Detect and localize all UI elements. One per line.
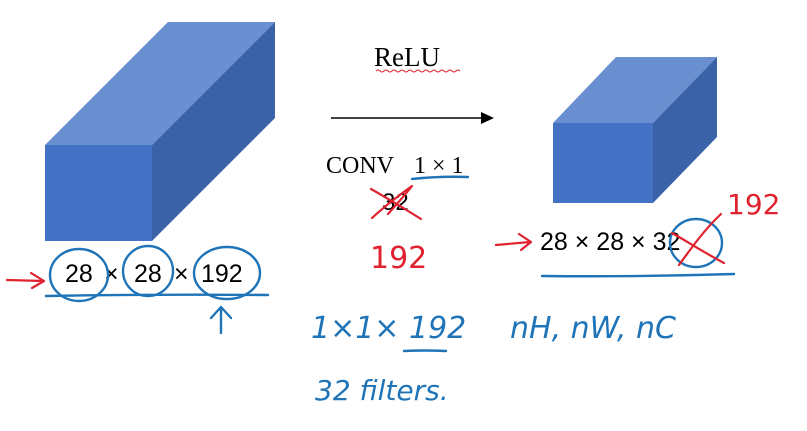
input-cube-top: [45, 22, 275, 145]
input-cube-front: [45, 145, 152, 241]
channels-up-arrow: [209, 305, 233, 335]
filters-note: 32 filters.: [315, 374, 449, 407]
conv-label: CONV: [326, 153, 395, 179]
output-cube-side: [653, 57, 717, 203]
times-sign-2: ×: [174, 260, 189, 288]
input-dims-underline: [44, 293, 270, 298]
input-height: 28: [65, 260, 93, 288]
input-cube-side: [152, 22, 275, 241]
output-channels-circle: [668, 217, 724, 269]
operation-arrow: [331, 112, 494, 124]
height-circle: [48, 247, 110, 303]
output-handwritten-channels: 192: [727, 188, 780, 221]
filter-count-cross: [369, 184, 423, 221]
input-width: 28: [134, 260, 162, 288]
relu-spellcheck-underline: [375, 69, 461, 73]
input-dimensions: 28 × 28 × 192: [65, 260, 243, 288]
output-channels-cross: [670, 212, 726, 267]
width-circle: [121, 244, 175, 298]
output-cube-front: [553, 123, 653, 203]
output-dims-underline: [540, 272, 736, 278]
output-pointer-arrow: [494, 232, 533, 252]
input-volume-cube: [45, 22, 275, 241]
handwritten-filter-count: 192: [370, 241, 427, 276]
dimensions-note: nH, nW, nC: [510, 311, 676, 346]
relu-label: ReLU: [374, 42, 440, 72]
output-dimensions: 28 × 28 × 32: [540, 228, 680, 256]
kernel-underline: [410, 175, 470, 181]
output-cube-top: [553, 57, 717, 123]
channels-circle: [192, 245, 262, 301]
filter-size-underline: [402, 349, 448, 353]
output-volume-cube: [553, 57, 717, 203]
filter-size-note: 1×1× 192: [311, 311, 466, 346]
input-pointer-arrow: [5, 271, 46, 290]
conv-kernel-size: 1 × 1: [414, 153, 464, 179]
input-channels: 192: [201, 260, 243, 288]
